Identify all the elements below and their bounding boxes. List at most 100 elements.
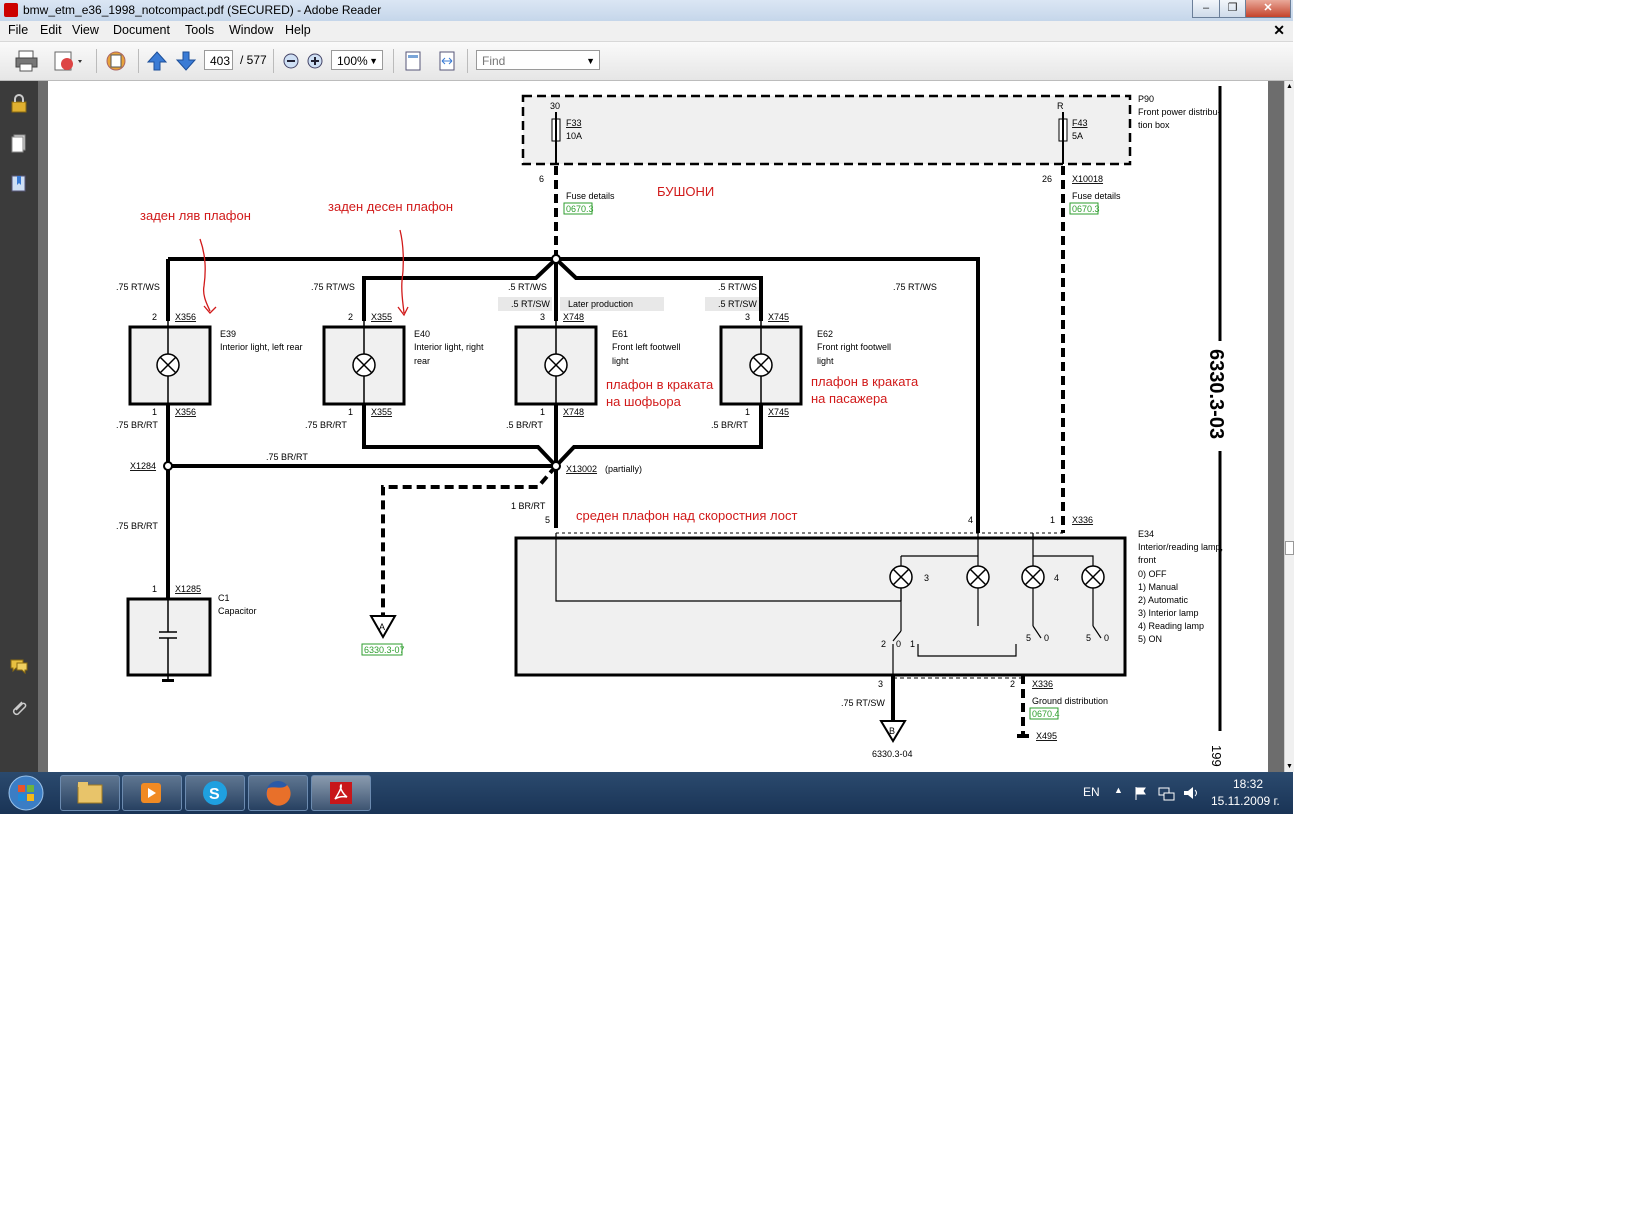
- page-code: 6330.3-03: [1205, 349, 1227, 439]
- network-icon[interactable]: [1157, 785, 1175, 801]
- svg-text:Interior/reading lamp,: Interior/reading lamp,: [1138, 542, 1223, 552]
- navigation-pane: [0, 81, 38, 772]
- wire-brrt75-bus: .75 BR/RT: [266, 452, 308, 462]
- svg-text:S: S: [209, 786, 220, 803]
- taskbar-media-player[interactable]: [122, 775, 182, 811]
- annotation-driver-footwell-2: на шофьора: [606, 394, 682, 409]
- svg-text:5: 5: [1026, 633, 1031, 643]
- document-close-icon[interactable]: ✕: [1273, 22, 1285, 38]
- share-icon[interactable]: [52, 49, 86, 73]
- scroll-up-icon[interactable]: ▲: [1286, 83, 1293, 90]
- svg-text:1: 1: [152, 407, 157, 417]
- action-center-flag-icon[interactable]: [1133, 785, 1149, 801]
- fusebox-name-2: tion box: [1138, 120, 1170, 130]
- taskbar-firefox[interactable]: [248, 775, 308, 811]
- bookmarks-icon[interactable]: [9, 173, 29, 193]
- svg-text:2: 2: [1010, 679, 1015, 689]
- annotation-passenger-footwell-2: на пасажера: [811, 391, 888, 406]
- maximize-button[interactable]: ❐: [1219, 0, 1246, 18]
- fuse-f33-rating: 10A: [566, 131, 582, 141]
- start-button-icon[interactable]: [6, 774, 46, 812]
- minimize-button[interactable]: –: [1192, 0, 1220, 18]
- fuse-details-right: Fuse details: [1072, 191, 1121, 201]
- close-button[interactable]: ✕: [1245, 0, 1291, 18]
- svg-text:E40: E40: [414, 329, 430, 339]
- folder-icon: [77, 782, 103, 804]
- scroll-thumb[interactable]: [1285, 541, 1294, 555]
- show-hidden-icons[interactable]: ▲: [1114, 785, 1123, 795]
- collaborate-icon[interactable]: [104, 49, 130, 73]
- svg-text:2) Automatic: 2) Automatic: [1138, 595, 1189, 605]
- svg-text:5: 5: [1086, 633, 1091, 643]
- find-input[interactable]: Find ▼: [476, 50, 600, 70]
- svg-text:X745: X745: [768, 312, 789, 322]
- annotation-arrow-right: [397, 229, 409, 317]
- print-icon[interactable]: [14, 49, 40, 73]
- svg-text:0) OFF: 0) OFF: [1138, 569, 1167, 579]
- svg-text:6330.3-07: 6330.3-07: [364, 645, 405, 655]
- find-dropdown-icon[interactable]: ▼: [586, 56, 595, 66]
- vertical-scrollbar[interactable]: ▲ ▼: [1284, 81, 1294, 772]
- wire-rtws5-e61: .5 RT/WS: [508, 282, 547, 292]
- find-placeholder: Find: [482, 54, 506, 68]
- pin-26: 26: [1042, 174, 1052, 184]
- wire-rtws75-e40: .75 RT/WS: [311, 282, 355, 292]
- menu-file[interactable]: File: [8, 23, 29, 37]
- svg-text:X356: X356: [175, 407, 196, 417]
- node-x1284: X1284: [130, 461, 156, 471]
- language-indicator[interactable]: EN: [1083, 785, 1100, 799]
- zoom-select[interactable]: 100%▼: [331, 50, 383, 70]
- fuse-details-left: Fuse details: [566, 191, 615, 201]
- volume-icon[interactable]: [1182, 785, 1200, 801]
- taskbar-explorer[interactable]: [60, 775, 120, 811]
- menu-document[interactable]: Document: [113, 23, 170, 37]
- annotation-driver-footwell-1: плафон в краката: [606, 377, 714, 392]
- clock-time[interactable]: 18:32: [1233, 777, 1264, 791]
- menu-view[interactable]: View: [72, 23, 99, 37]
- comments-icon[interactable]: [9, 656, 29, 676]
- taskbar-adobe-reader[interactable]: [311, 775, 371, 811]
- fusebox-term-left: 30: [550, 101, 560, 111]
- menu-edit[interactable]: Edit: [40, 23, 62, 37]
- taskbar-skype[interactable]: S: [185, 775, 245, 811]
- next-page-icon[interactable]: [175, 49, 197, 73]
- svg-text:X355: X355: [371, 312, 392, 322]
- clock-date[interactable]: 15.11.2009 г.: [1211, 794, 1280, 808]
- zoom-out-icon[interactable]: [281, 49, 301, 73]
- lock-icon[interactable]: [9, 93, 29, 113]
- menu-tools[interactable]: Tools: [185, 23, 215, 37]
- fit-width-icon[interactable]: [436, 49, 458, 73]
- fuse-f33-id: F33: [566, 118, 582, 128]
- svg-text:0: 0: [896, 639, 901, 649]
- svg-text:X336: X336: [1072, 515, 1093, 525]
- fit-page-icon[interactable]: [402, 49, 424, 73]
- svg-text:0: 0: [1104, 633, 1109, 643]
- svg-text:3: 3: [878, 679, 883, 689]
- adobe-reader-icon: [330, 782, 352, 804]
- menu-window[interactable]: Window: [229, 23, 274, 37]
- svg-text:1: 1: [1050, 515, 1055, 525]
- skype-icon: S: [203, 781, 227, 805]
- taskbar: S EN ▲ 18:32 15.11.2009 г.: [0, 772, 1293, 814]
- attachments-icon[interactable]: [9, 698, 29, 718]
- svg-text:X748: X748: [563, 312, 584, 322]
- scroll-down-icon[interactable]: ▼: [1286, 763, 1293, 770]
- wire-rtws75-e34: .75 RT/WS: [893, 282, 937, 292]
- pages-icon[interactable]: [9, 133, 29, 153]
- previous-page-icon[interactable]: [146, 49, 168, 73]
- menu-help[interactable]: Help: [285, 23, 311, 37]
- conn-x336-ground: X336: [1032, 679, 1053, 689]
- svg-text:rear: rear: [414, 356, 430, 366]
- svg-text:4: 4: [1054, 573, 1059, 583]
- page-number-input[interactable]: 403: [204, 50, 233, 70]
- svg-text:3: 3: [745, 312, 750, 322]
- svg-text:X745: X745: [768, 407, 789, 417]
- svg-text:2: 2: [152, 312, 157, 322]
- svg-text:light: light: [612, 356, 629, 366]
- svg-text:5: 5: [545, 515, 550, 525]
- zoom-in-icon[interactable]: [305, 49, 325, 73]
- conn-x10018: X10018: [1072, 174, 1103, 184]
